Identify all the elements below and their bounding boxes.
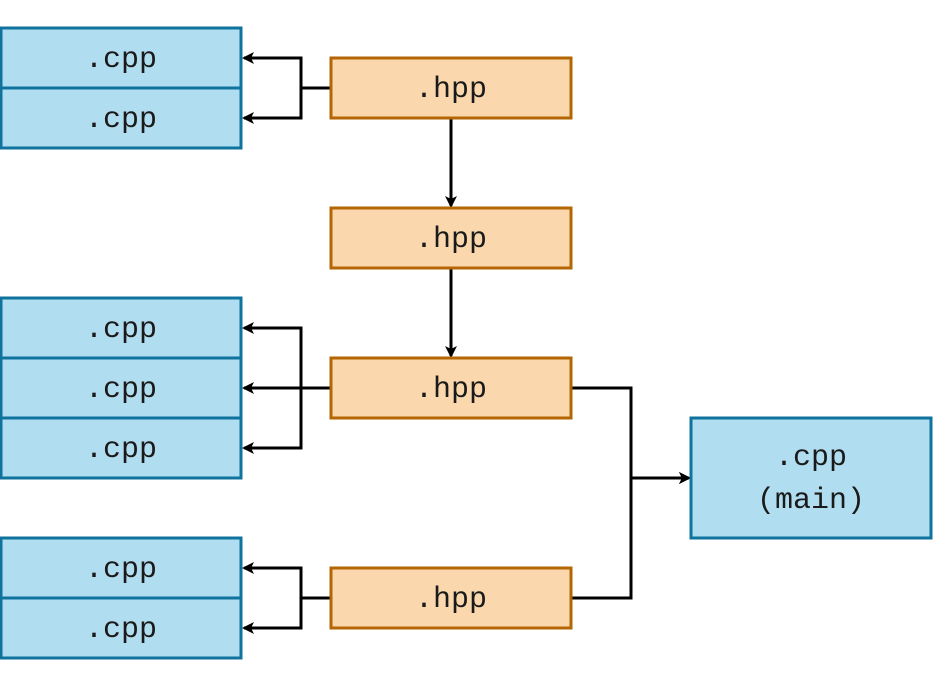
cpp-node-label: .cpp — [85, 313, 157, 347]
hpp-node-3: .hpp — [329, 356, 573, 420]
cpp-group-2: .cpp .cpp .cpp — [0, 296, 243, 480]
cpp-node-label: .cpp — [85, 433, 157, 467]
cpp-node: .cpp — [0, 416, 243, 480]
edge-hpp4-to-cpp3b — [242, 596, 331, 634]
edge-hpp3-to-cpp2c — [242, 386, 331, 454]
edge-hpp1-to-cpp1a — [242, 52, 331, 90]
cpp-node-label: .cpp — [85, 43, 157, 77]
edge-hpp4-to-cpp3a — [242, 562, 331, 600]
edge-hpp1-to-cpp1b — [242, 86, 331, 124]
cpp-node: .cpp — [0, 356, 243, 420]
edge-hpp3-to-cpp2a — [242, 322, 331, 390]
cpp-node: .cpp — [0, 296, 243, 360]
main-node-label-line2: (main) — [757, 484, 865, 518]
cpp-node-label: .cpp — [85, 613, 157, 647]
main-cpp-node: .cpp (main) — [689, 416, 933, 540]
cpp-node: .cpp — [0, 86, 243, 150]
hpp-node-label: .hpp — [415, 223, 487, 257]
cpp-node: .cpp — [0, 26, 243, 90]
edges — [242, 52, 691, 634]
edge-hpp4-to-main — [571, 472, 691, 600]
cpp-node-label: .cpp — [85, 103, 157, 137]
hpp-node-2: .hpp — [329, 206, 573, 270]
cpp-node-label: .cpp — [85, 373, 157, 407]
edge-hpp3-to-main — [571, 386, 691, 484]
cpp-node: .cpp — [0, 596, 243, 660]
hpp-node-4: .hpp — [329, 566, 573, 630]
cpp-node: .cpp — [0, 536, 243, 600]
hpp-node-label: .hpp — [415, 73, 487, 107]
hpp-node-1: .hpp — [329, 56, 573, 120]
cpp-group-3: .cpp .cpp — [0, 536, 243, 660]
cpp-group-1: .cpp .cpp — [0, 26, 243, 150]
cpp-node-label: .cpp — [85, 553, 157, 587]
hpp-node-label: .hpp — [415, 373, 487, 407]
main-node-label-line1: .cpp — [775, 441, 847, 475]
hpp-node-label: .hpp — [415, 583, 487, 617]
